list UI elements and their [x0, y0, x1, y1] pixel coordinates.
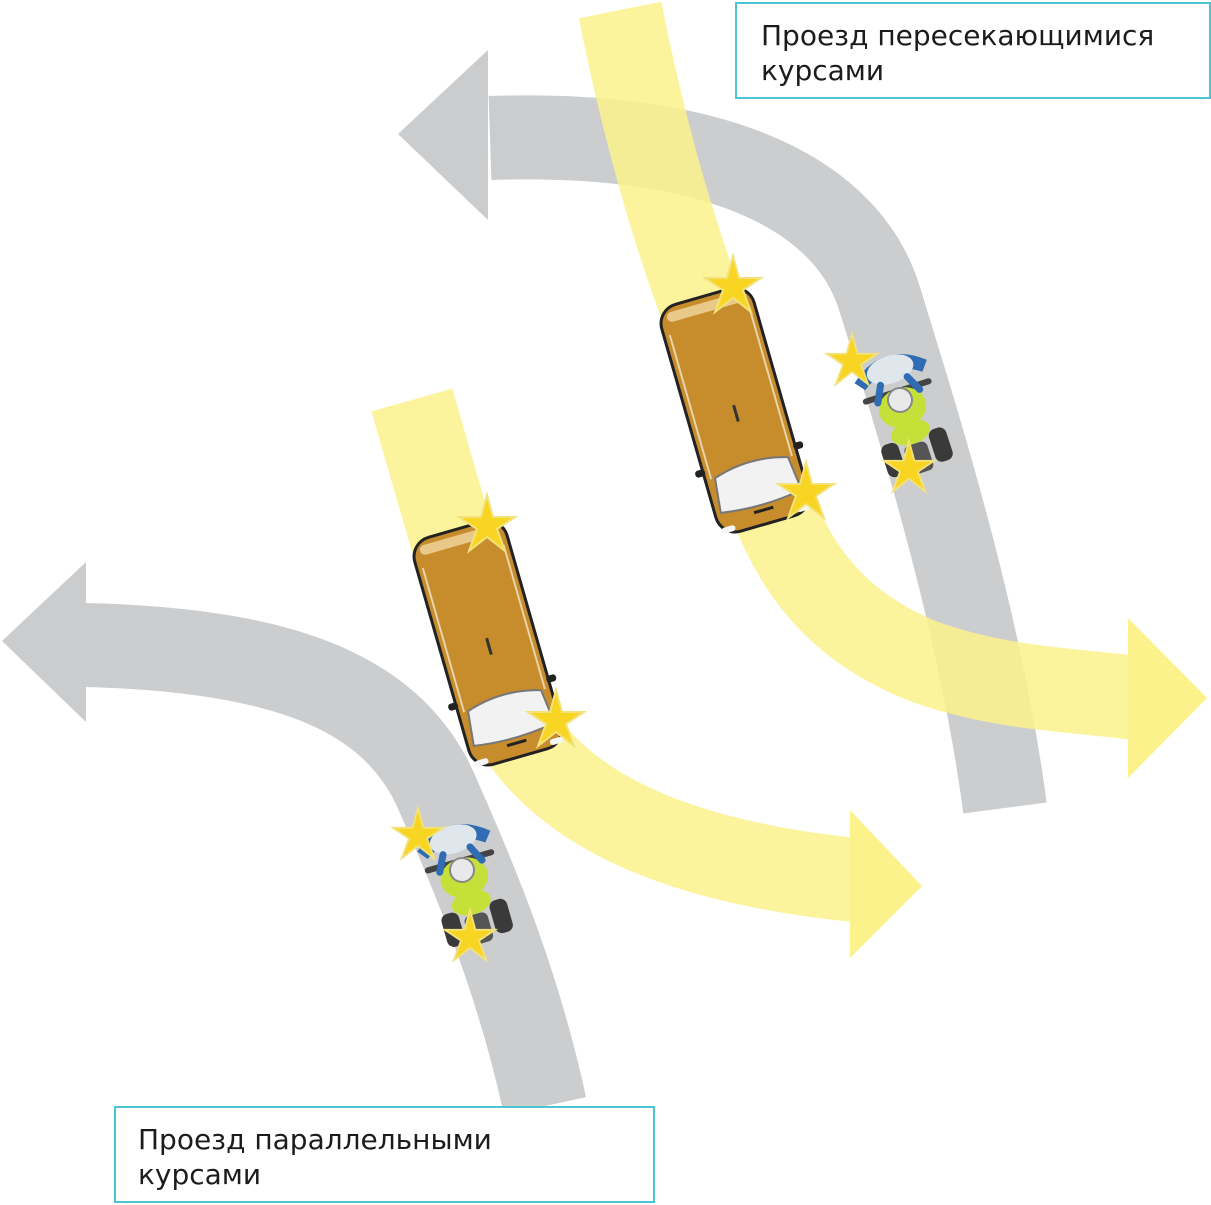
label-parallel-line1: Проезд параллельными	[138, 1123, 492, 1156]
arrow-right-icon	[850, 810, 922, 958]
label-crossing-line2: курсами	[761, 54, 885, 87]
motorcycle-path-parallel	[2, 562, 587, 1115]
label-parallel-line2: курсами	[138, 1158, 262, 1191]
label-crossing-courses: Проезд пересекающимися курсами	[735, 2, 1211, 99]
arrow-right-icon	[1128, 618, 1207, 778]
label-parallel-courses: Проезд параллельными курсами	[114, 1106, 655, 1203]
label-crossing-line1: Проезд пересекающимися	[761, 19, 1155, 52]
arrow-left-icon	[2, 562, 86, 722]
arrow-left-icon	[398, 50, 488, 220]
